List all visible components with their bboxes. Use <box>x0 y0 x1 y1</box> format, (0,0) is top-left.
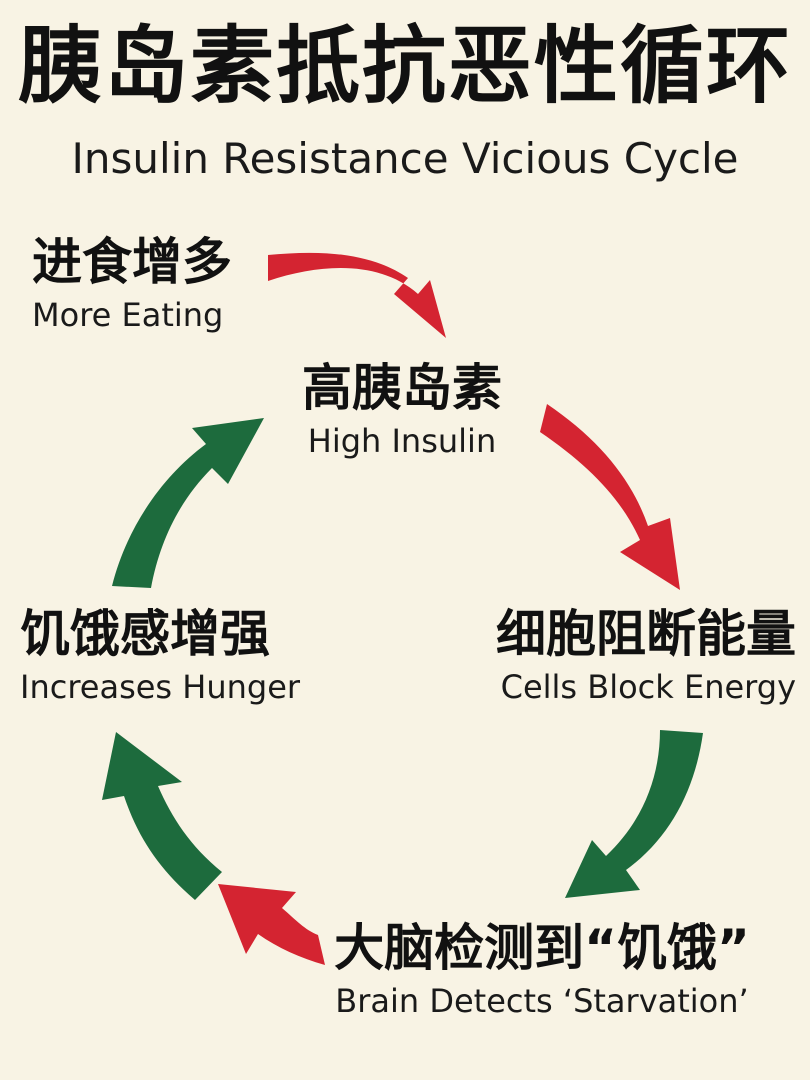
node-high-insulin-zh: 高胰岛素 <box>302 359 502 417</box>
node-increases-hunger-en: Increases Hunger <box>20 667 301 706</box>
arrow-cells-block-to-brain-detects <box>565 730 703 898</box>
node-more-eating: 进食增多 More Eating <box>32 233 232 334</box>
node-brain-detects-zh: 大脑检测到“饥饿” <box>334 919 750 977</box>
node-brain-detects: 大脑检测到“饥饿” Brain Detects ‘Starvation’ <box>322 919 762 1020</box>
page-title: 胰岛素抵抗恶性循环 <box>17 17 792 115</box>
arrow-more-eating-to-high-insulin <box>268 252 446 338</box>
node-more-eating-en: More Eating <box>32 295 224 334</box>
node-cells-block-zh: 细胞阻断能量 <box>496 605 796 663</box>
node-cells-block: 细胞阻断能量 Cells Block Energy <box>496 605 796 706</box>
node-increases-hunger-zh: 饥饿感增强 <box>20 605 270 663</box>
node-increases-hunger: 饥饿感增强 Increases Hunger <box>20 605 301 706</box>
node-high-insulin: 高胰岛素 High Insulin <box>232 359 572 460</box>
page-subtitle: Insulin Resistance Vicious Cycle <box>71 134 739 183</box>
arrow-high-insulin-to-cells-block <box>540 404 680 590</box>
node-brain-detects-en: Brain Detects ‘Starvation’ <box>335 981 749 1020</box>
arrow-hunger-to-high-insulin <box>112 418 264 588</box>
arrow-lower-left-to-hunger <box>102 732 222 900</box>
node-more-eating-zh: 进食增多 <box>32 233 232 291</box>
node-cells-block-en: Cells Block Energy <box>500 667 796 706</box>
arrow-brain-detects-to-hunger <box>218 884 325 965</box>
node-high-insulin-en: High Insulin <box>307 421 497 460</box>
